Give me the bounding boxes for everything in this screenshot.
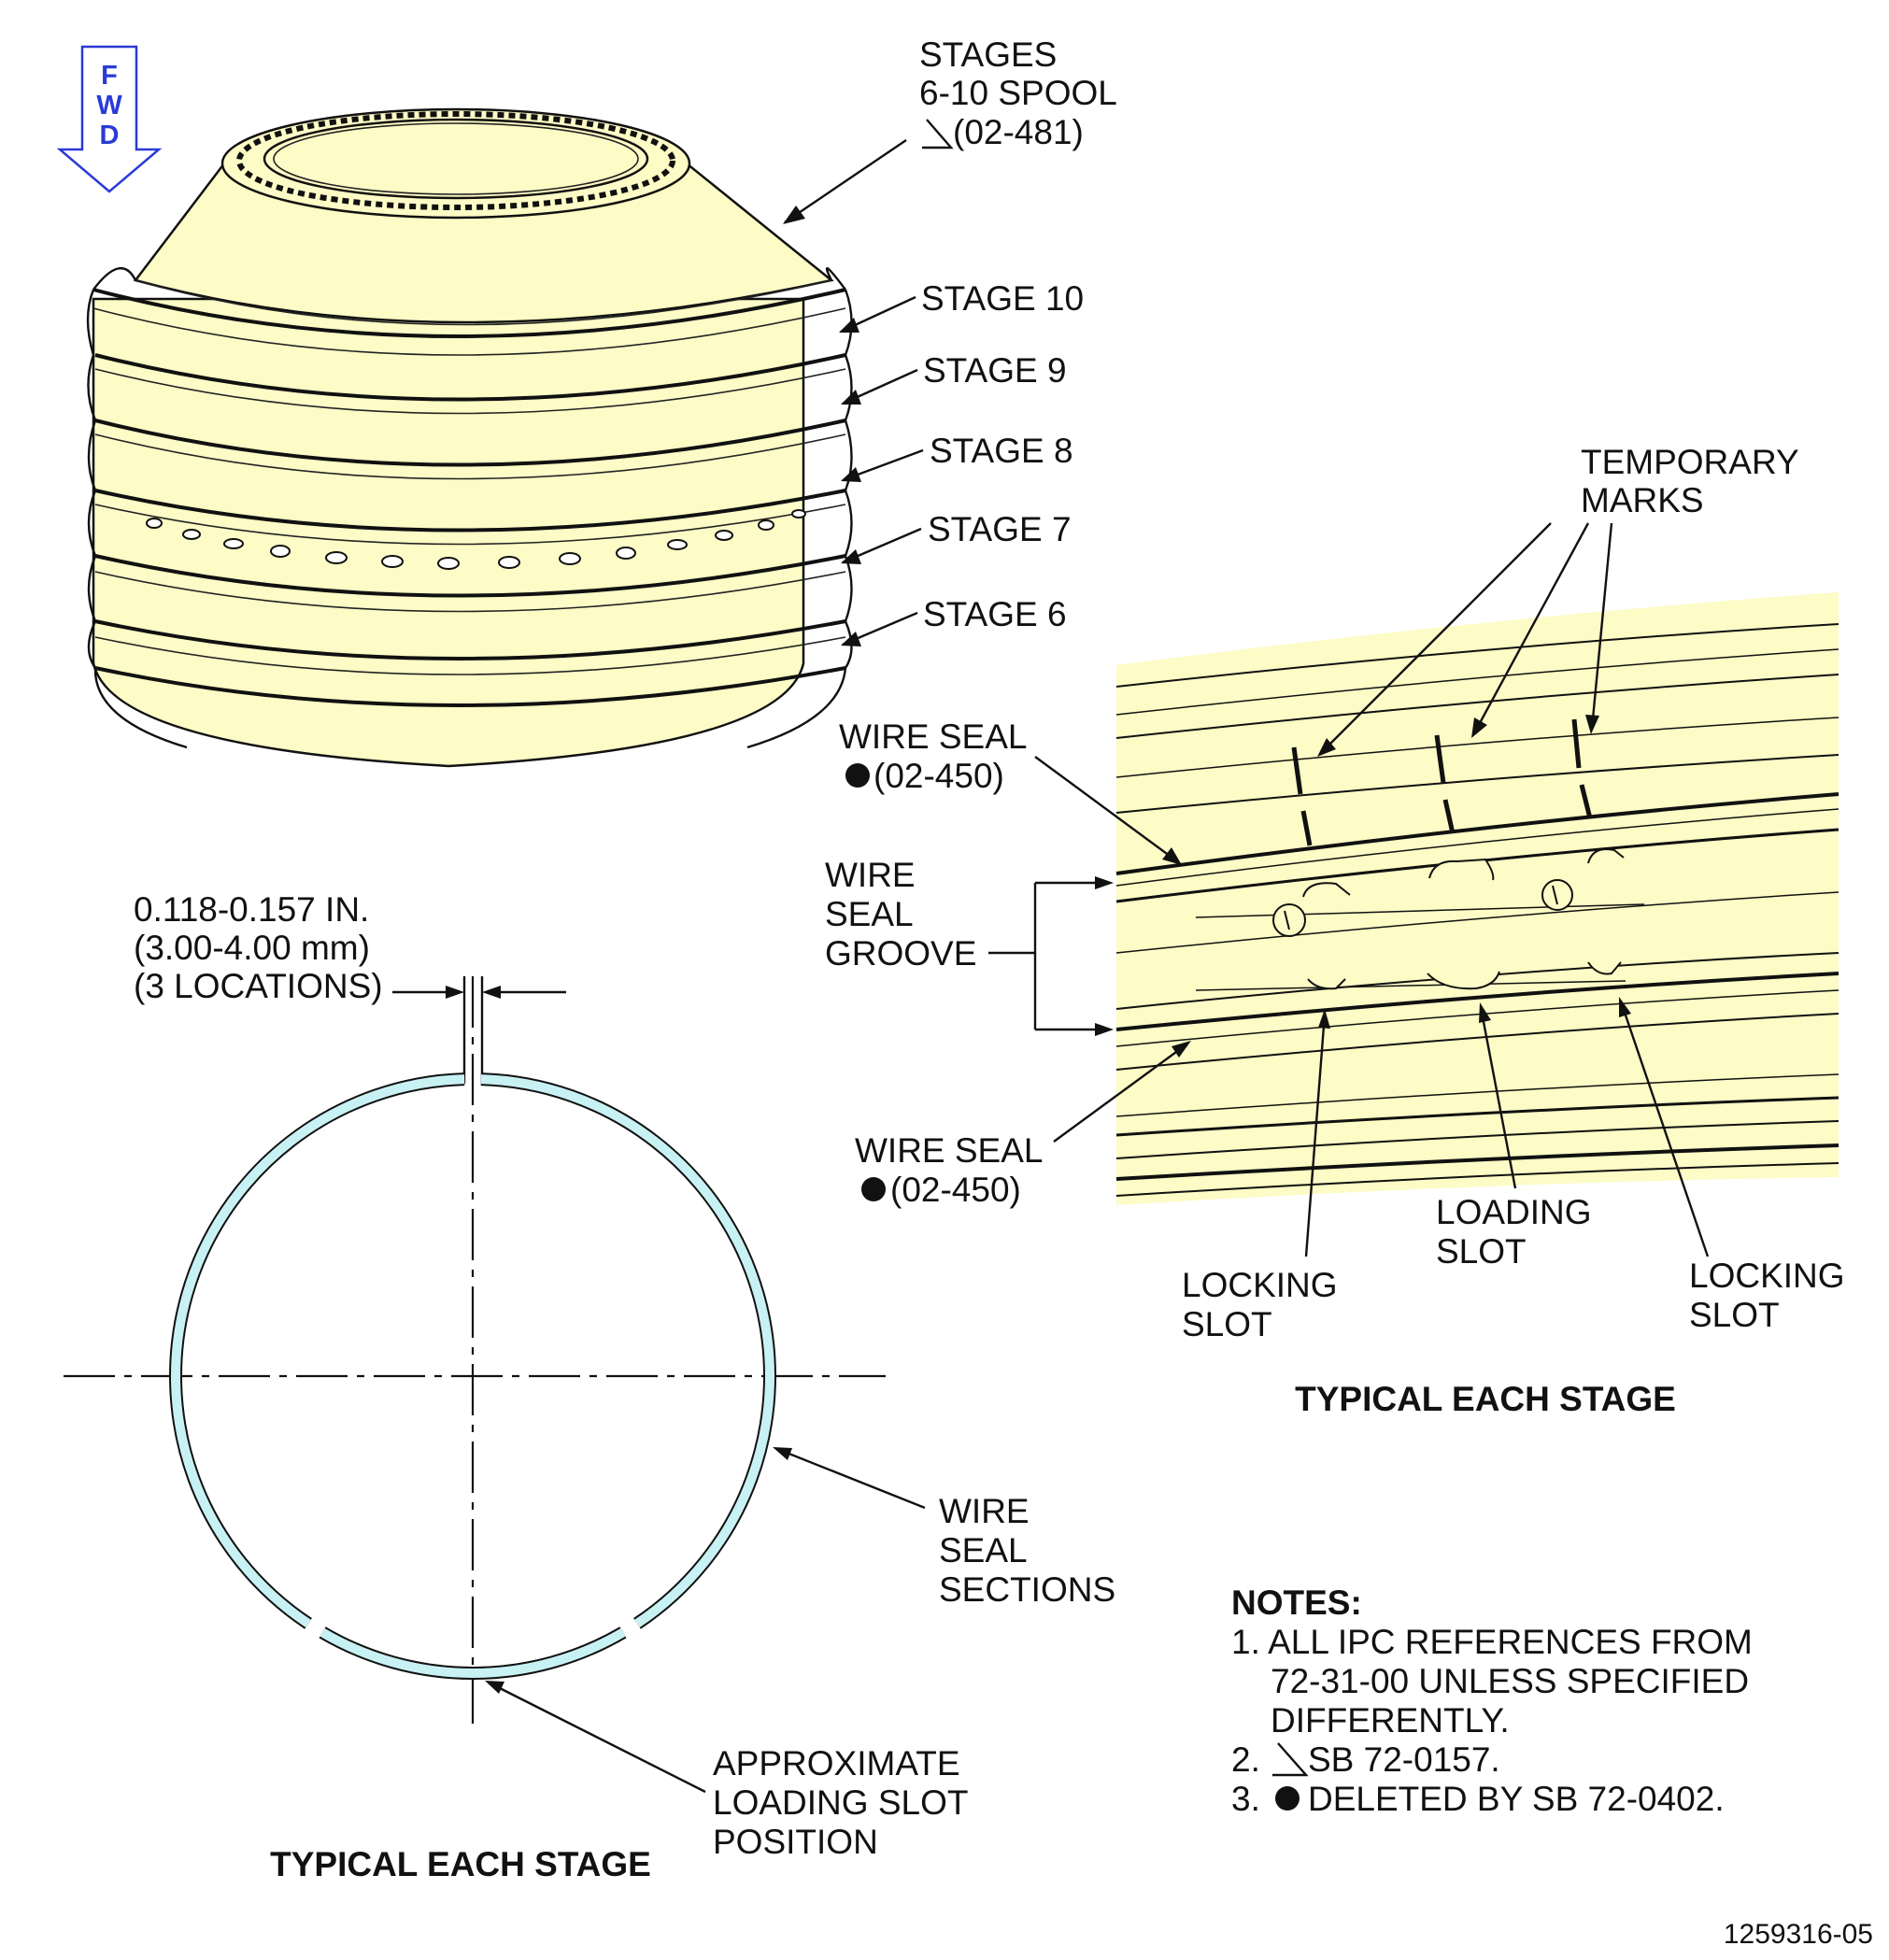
locking-slot-left-line1: LOCKING (1182, 1266, 1338, 1304)
note-2-text: SB 72-0157. (1308, 1740, 1500, 1779)
fwd-letter-w: W (96, 91, 122, 121)
note-1-line1: 1. ALL IPC REFERENCES FROM (1231, 1623, 1753, 1661)
groove-line3: GROOVE (825, 934, 976, 973)
balance-holes (146, 509, 806, 570)
note-1-line3: DIFFERENTLY. (1271, 1701, 1510, 1740)
loading-slot-position-line2: LOADING SLOT (713, 1783, 968, 1822)
figure-id: 1259316-05 (1724, 1919, 1873, 1950)
loading-slot-line1: LOADING (1436, 1193, 1592, 1231)
sb-flag-icon (922, 119, 954, 149)
temporary-marks-line1: TEMPORARY (1581, 443, 1799, 481)
loading-slot-position-line1: APPROXIMATE (713, 1744, 960, 1782)
stage-10-label: STAGE 10 (921, 279, 1084, 318)
locking-slot-right-line1: LOCKING (1689, 1257, 1845, 1295)
spool-label-group: STAGES 6-10 SPOOL (02-481) (783, 36, 1117, 224)
ring-caption: TYPICAL EACH STAGE (270, 1845, 651, 1883)
temporary-marks-line2: MARKS (1581, 481, 1704, 519)
gap-dimension-line3: (3 LOCATIONS) (134, 967, 383, 1005)
ring-view-drawing (64, 976, 886, 1724)
note-3-text: DELETED BY SB 72-0402. (1308, 1780, 1725, 1818)
stage-9-label: STAGE 9 (923, 351, 1067, 390)
detail-labels: TEMPORARY MARKS WIRE SEAL (02-450) WIRE … (825, 443, 1845, 1418)
wire-seal-sections-line1: WIRE (939, 1492, 1030, 1530)
stage-rings (92, 288, 846, 707)
locking-slot-left-line2: SLOT (1182, 1305, 1272, 1343)
wire-seal-bottom-ref: (02-450) (890, 1171, 1021, 1209)
deleted-marker-icon (845, 763, 870, 788)
fwd-arrow: F W D (56, 45, 163, 193)
locking-slot-right-line2: SLOT (1689, 1296, 1780, 1334)
seal-detail-drawing (1115, 592, 1839, 1205)
stage-8-label: STAGE 8 (930, 432, 1073, 470)
groove-line1: WIRE (825, 856, 916, 894)
spool-ref: (02-481) (953, 113, 1084, 151)
seal-section-outline-1 (480, 1072, 776, 1629)
wire-seal-top-ref: (02-450) (873, 757, 1004, 795)
slot-features (1302, 848, 1625, 990)
seal-section-2 (320, 1627, 626, 1678)
detail-caption: TYPICAL EACH STAGE (1295, 1380, 1676, 1418)
spool-label-line1: STAGES (919, 36, 1057, 74)
seal-ring (169, 1072, 776, 1680)
seal-section-1 (480, 1074, 774, 1628)
loading-slot-position-line3: POSITION (713, 1823, 878, 1861)
seal-section-3 (171, 1074, 465, 1628)
stage-label-group: STAGE 10 STAGE 9 STAGE 8 STAGE 7 STAGE 6 (839, 279, 1084, 646)
fwd-letter-f: F (101, 61, 118, 91)
notes-title: NOTES: (1231, 1584, 1362, 1622)
wire-seal-sections-line3: SECTIONS (939, 1570, 1115, 1609)
spool-drawing (86, 107, 853, 768)
ring-labels: 0.118-0.157 IN. (3.00-4.00 mm) (3 LOCATI… (134, 890, 1115, 1883)
spool-label-line2: 6-10 SPOOL (919, 74, 1117, 112)
fwd-letter-d: D (100, 121, 120, 150)
deleted-marker-icon-2 (861, 1177, 886, 1201)
note-3-number: 3. (1231, 1780, 1260, 1818)
deleted-marker-icon-3 (1275, 1786, 1300, 1811)
wire-seal-sections-line2: SEAL (939, 1531, 1028, 1569)
sb-flag-icon-2 (1272, 1742, 1309, 1777)
gap-dimension-line1: 0.118-0.157 IN. (134, 890, 369, 929)
note-2-number: 2. (1231, 1740, 1260, 1779)
notes-block: NOTES: 1. ALL IPC REFERENCES FROM 72-31-… (1231, 1584, 1753, 1818)
loading-slot-line2: SLOT (1436, 1232, 1527, 1271)
wire-seal-bottom-line1: WIRE SEAL (855, 1131, 1044, 1170)
seal-section-outline-3 (169, 1072, 465, 1629)
gap-dimension-line2: (3.00-4.00 mm) (134, 929, 370, 967)
stage-7-label: STAGE 7 (928, 510, 1072, 548)
groove-line2: SEAL (825, 895, 914, 933)
wire-seal-top-line1: WIRE SEAL (839, 717, 1028, 756)
stage-6-label: STAGE 6 (923, 595, 1067, 633)
note-1-line2: 72-31-00 UNLESS SPECIFIED (1271, 1662, 1749, 1700)
temporary-mark-lines (1291, 718, 1593, 846)
